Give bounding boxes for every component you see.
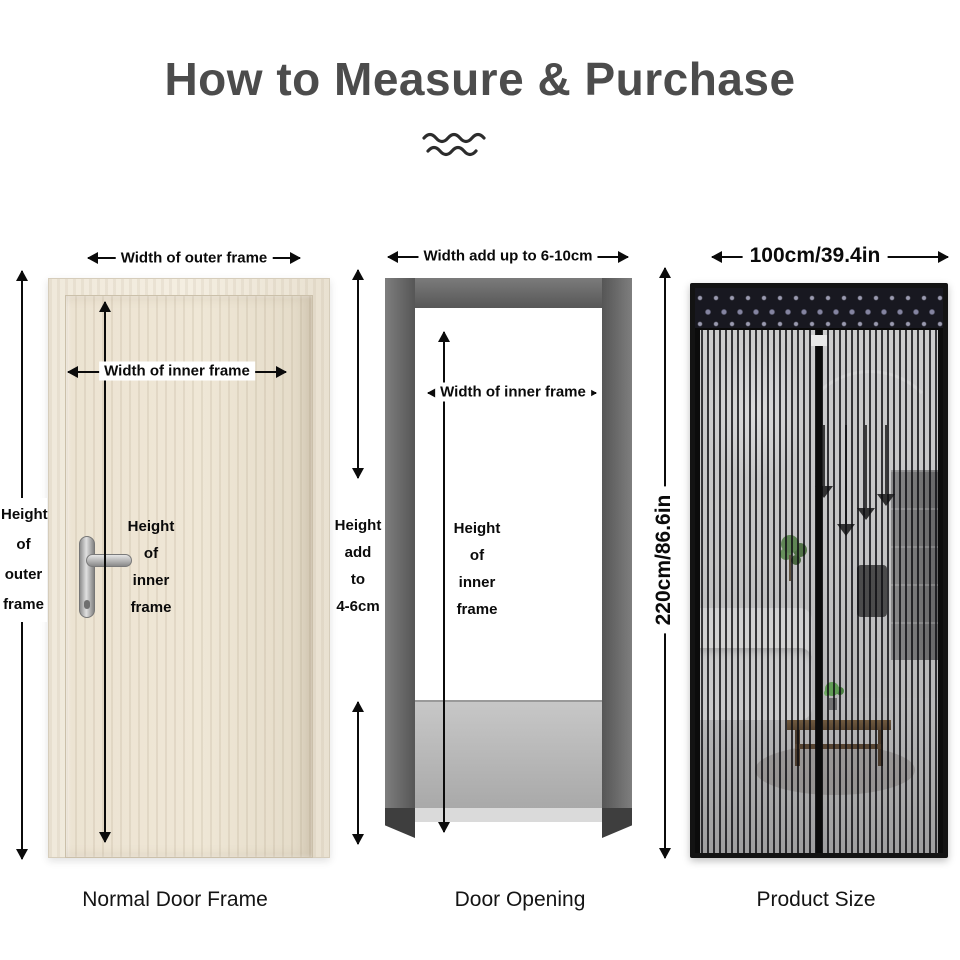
middle-height-inner-arrow xyxy=(443,332,445,832)
middle-height-inner-label: Height of inner frame xyxy=(446,515,508,623)
opening-floor xyxy=(415,700,602,808)
opening-threshold xyxy=(415,808,602,822)
label-word: frame xyxy=(3,596,44,613)
label-word: inner xyxy=(458,574,496,591)
label-word: of xyxy=(143,545,159,562)
left-width-inner-label: Width of inner frame xyxy=(99,361,255,381)
label-word: frame xyxy=(456,601,498,618)
opening-frame-foot-left xyxy=(385,808,415,838)
middle-height-add-label: Height add to 4-6cm xyxy=(330,512,386,620)
label-word: 4-6cm xyxy=(336,598,380,615)
middle-height-add-arrow-top xyxy=(357,270,359,478)
label-word: of xyxy=(469,547,485,564)
left-height-inner-label: Height of inner frame xyxy=(117,513,185,621)
caption-product-size: Product Size xyxy=(756,888,876,911)
middle-width-add-label: Width add up to 6-10cm xyxy=(418,246,598,266)
lace-trim-band xyxy=(695,288,943,330)
opening-frame-right xyxy=(602,278,632,808)
label-word: outer xyxy=(4,566,43,583)
door-handle-lever xyxy=(86,554,132,567)
magnetic-closure-strip xyxy=(815,330,823,853)
waves-svg xyxy=(422,132,486,157)
door-slab xyxy=(65,295,313,858)
opening-frame-top xyxy=(385,278,632,308)
label-word: frame xyxy=(130,599,172,616)
label-word: inner xyxy=(132,572,170,589)
label-word: Height xyxy=(334,517,382,534)
label-word: Height xyxy=(1,506,48,523)
middle-height-add-arrow-bottom xyxy=(357,702,359,844)
left-height-inner-arrow xyxy=(104,302,106,842)
label-word: add xyxy=(344,544,372,561)
page-title: How to Measure & Purchase xyxy=(164,53,796,105)
label-word: to xyxy=(350,571,366,588)
opening-frame-foot-right xyxy=(602,808,632,838)
left-height-outer-label: Height of outer frame xyxy=(0,498,48,622)
door-keyhole xyxy=(84,600,90,609)
right-width-label: 100cm/39.4in xyxy=(742,242,888,270)
label-word: Height xyxy=(127,518,175,535)
caption-door-opening: Door Opening xyxy=(454,888,586,911)
left-width-outer-label: Width of outer frame xyxy=(115,248,273,268)
label-word: Height xyxy=(453,520,501,537)
mesh-edge-right xyxy=(938,330,943,853)
label-word: of xyxy=(16,536,31,553)
right-height-label: 220cm/86.6in xyxy=(650,486,678,634)
product-tag xyxy=(811,335,827,346)
caption-normal-door-frame: Normal Door Frame xyxy=(82,888,268,911)
opening-frame-left xyxy=(385,278,415,808)
mesh-edge-left xyxy=(695,330,700,853)
screen-door-product-image xyxy=(690,283,948,858)
waves-icon xyxy=(422,130,488,165)
middle-width-inner-label: Width of inner frame xyxy=(435,382,591,402)
